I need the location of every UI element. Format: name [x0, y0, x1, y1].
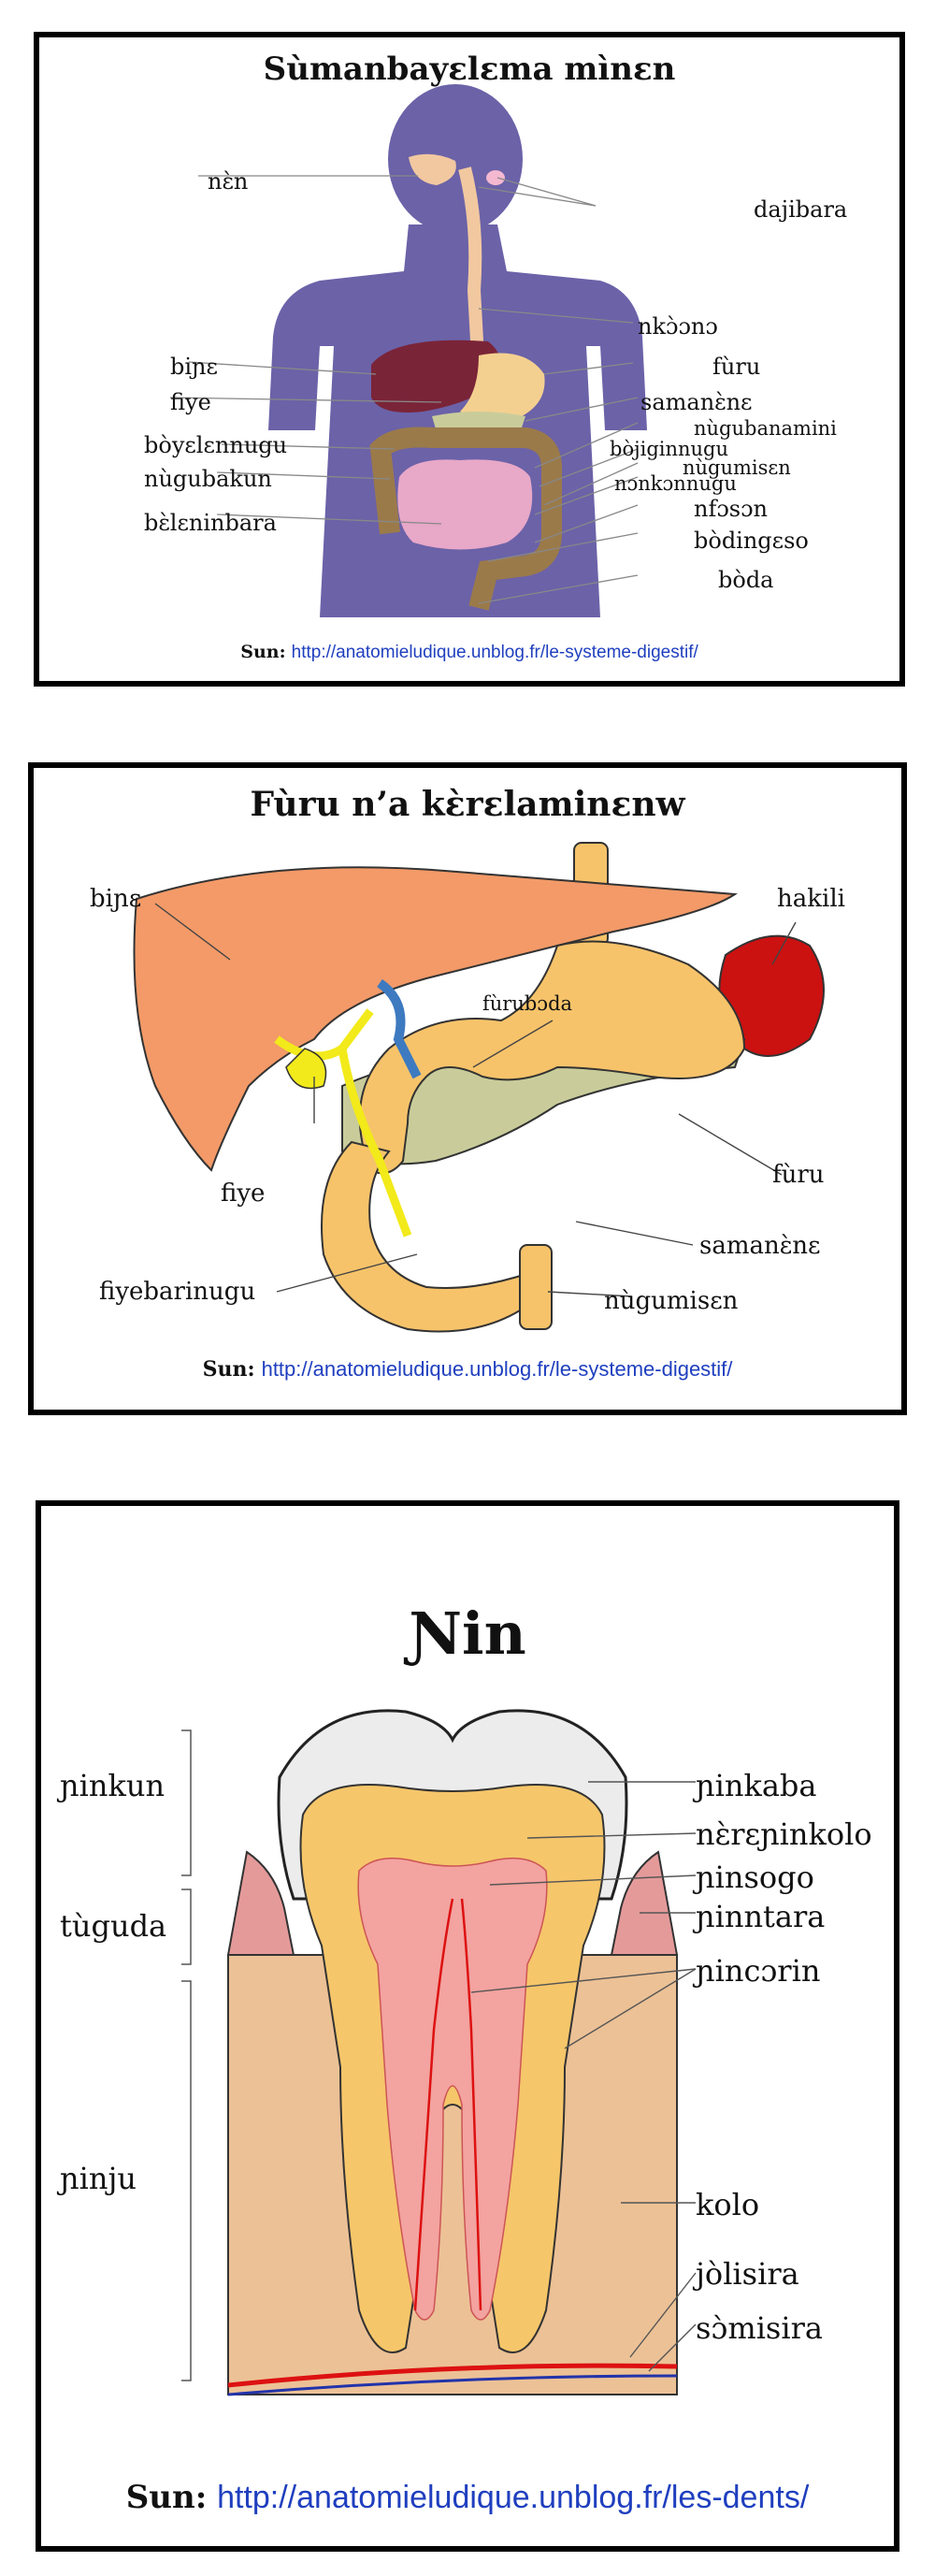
- vein: [227, 2374, 678, 2396]
- artery: [227, 2363, 678, 2388]
- salivary-gland: [486, 170, 505, 185]
- source-link[interactable]: http://anatomieludique.unblog.fr/le-syst…: [261, 1357, 733, 1381]
- label-nugubakun: nùgubakun: [144, 466, 272, 492]
- panel1-source: Sun: http://anatomieludique.unblog.fr/le…: [39, 642, 899, 663]
- stomach-illustration: [133, 842, 825, 1333]
- label-samanene: samanɛ̀nɛ: [640, 389, 753, 415]
- label-boda: bòda: [718, 567, 774, 593]
- label-ninju: ɲinju: [60, 2161, 137, 2196]
- panel3-source: Sun: http://anatomieludique.unblog.fr/le…: [41, 2479, 894, 2516]
- label-nugumisen: nùgumisɛn: [683, 456, 791, 479]
- panel2-title: Fùru n’a kɛ̀rɛlaminɛnw: [250, 785, 685, 824]
- label-fiye: fiye: [170, 389, 211, 415]
- label-ninkun: ɲinkun: [60, 1768, 165, 1803]
- label-bodingeso: bòdingɛso: [694, 528, 809, 554]
- portal-vessels: [377, 978, 422, 1079]
- label-bijne: biɲɛ: [90, 885, 142, 913]
- tooth-panel: Ɲin: [36, 1500, 899, 2552]
- stomach: [460, 353, 545, 423]
- gum-left: [226, 1850, 295, 1956]
- duodenum: [321, 1140, 531, 1333]
- pancreas: [432, 412, 525, 432]
- label-bojiginnugu: bòjiginnugu: [610, 438, 729, 460]
- leader-lines: [169, 175, 639, 604]
- pulp: [357, 1857, 548, 2321]
- pulp-vessels: [413, 1898, 482, 2311]
- label-somisira: sɔ̀misira: [696, 2310, 823, 2346]
- label-kolo: kolo: [696, 2187, 760, 2222]
- label-furuboda: fùrubɔda: [482, 992, 573, 1015]
- liver: [371, 340, 502, 412]
- source-label: Sun:: [202, 1357, 255, 1382]
- small-intestine: [397, 459, 533, 550]
- leader-lines: [470, 1781, 697, 2372]
- jejunum-stub: [519, 1244, 553, 1330]
- source-label: Sun:: [125, 2479, 208, 2516]
- digestive-system-panel: Sùmanbayɛlɛma mìnɛn: [34, 32, 905, 687]
- label-ninsogo: ɲinsogo: [696, 1860, 814, 1895]
- label-samanene: samanɛ̀nɛ: [699, 1232, 821, 1260]
- panel3-title: Ɲin: [409, 1599, 526, 1668]
- bracket-lines: [181, 1729, 192, 2381]
- label-nugubanamini: nùgubanamini: [694, 417, 837, 440]
- esophagus: [458, 166, 485, 375]
- label-nkoono: nkɔ̀ɔnɔ: [638, 313, 718, 340]
- label-nonkonnugu: nɔnkɔnnugu: [614, 472, 737, 495]
- label-fiyebarinugu: fiyebarinugu: [99, 1278, 256, 1306]
- panel2-source: Sun: http://anatomieludique.unblog.fr/le…: [34, 1357, 901, 1382]
- label-bijne: biɲɛ: [170, 354, 218, 380]
- label-nereninkolo: nɛ̀rɛɲinkolo: [696, 1816, 872, 1852]
- label-tuguda: tùguda: [60, 1908, 167, 1944]
- source-label: Sun:: [240, 642, 286, 662]
- label-nugumisen: nùgumisɛn: [604, 1287, 739, 1315]
- label-dajibara: dajibara: [754, 196, 848, 223]
- source-link[interactable]: http://anatomieludique.unblog.fr/le-syst…: [291, 643, 698, 662]
- digestive-system-illustration: [169, 84, 647, 617]
- label-ninkaba: ɲinkaba: [696, 1768, 817, 1803]
- tooth-illustration: [181, 1709, 697, 2396]
- label-boyelennugu: bòyɛlɛnnugu: [144, 432, 288, 458]
- label-beleninbara: bɛ̀lɛninbara: [144, 510, 277, 536]
- source-link[interactable]: http://anatomieludique.unblog.fr/les-den…: [217, 2480, 810, 2515]
- label-furu: fùru: [712, 354, 761, 380]
- label-nincorin: ɲincɔrin: [696, 1953, 821, 1989]
- label-ninntara: ɲinntara: [696, 1899, 826, 1934]
- label-nfoson: nfɔsɔn: [694, 496, 768, 522]
- label-hakili: hakili: [777, 885, 845, 913]
- large-intestine: [369, 427, 562, 611]
- stomach-panel: Fùru n’a kɛ̀rɛlaminɛnw biɲɛ: [28, 762, 907, 1415]
- liver: [133, 866, 738, 1172]
- label-nen: nɛ̀n: [208, 168, 249, 195]
- leader-lines: [154, 903, 797, 1297]
- panel1-title: Sùmanbayɛlɛma mìnɛn: [263, 51, 676, 88]
- label-jolisira: jòlisira: [696, 2256, 799, 2292]
- label-fiye: fiye: [221, 1179, 266, 1208]
- stomach: [358, 940, 746, 1175]
- mouth-cavity: [409, 153, 456, 185]
- label-furu: fùru: [772, 1161, 825, 1189]
- gallbladder: [285, 1048, 327, 1090]
